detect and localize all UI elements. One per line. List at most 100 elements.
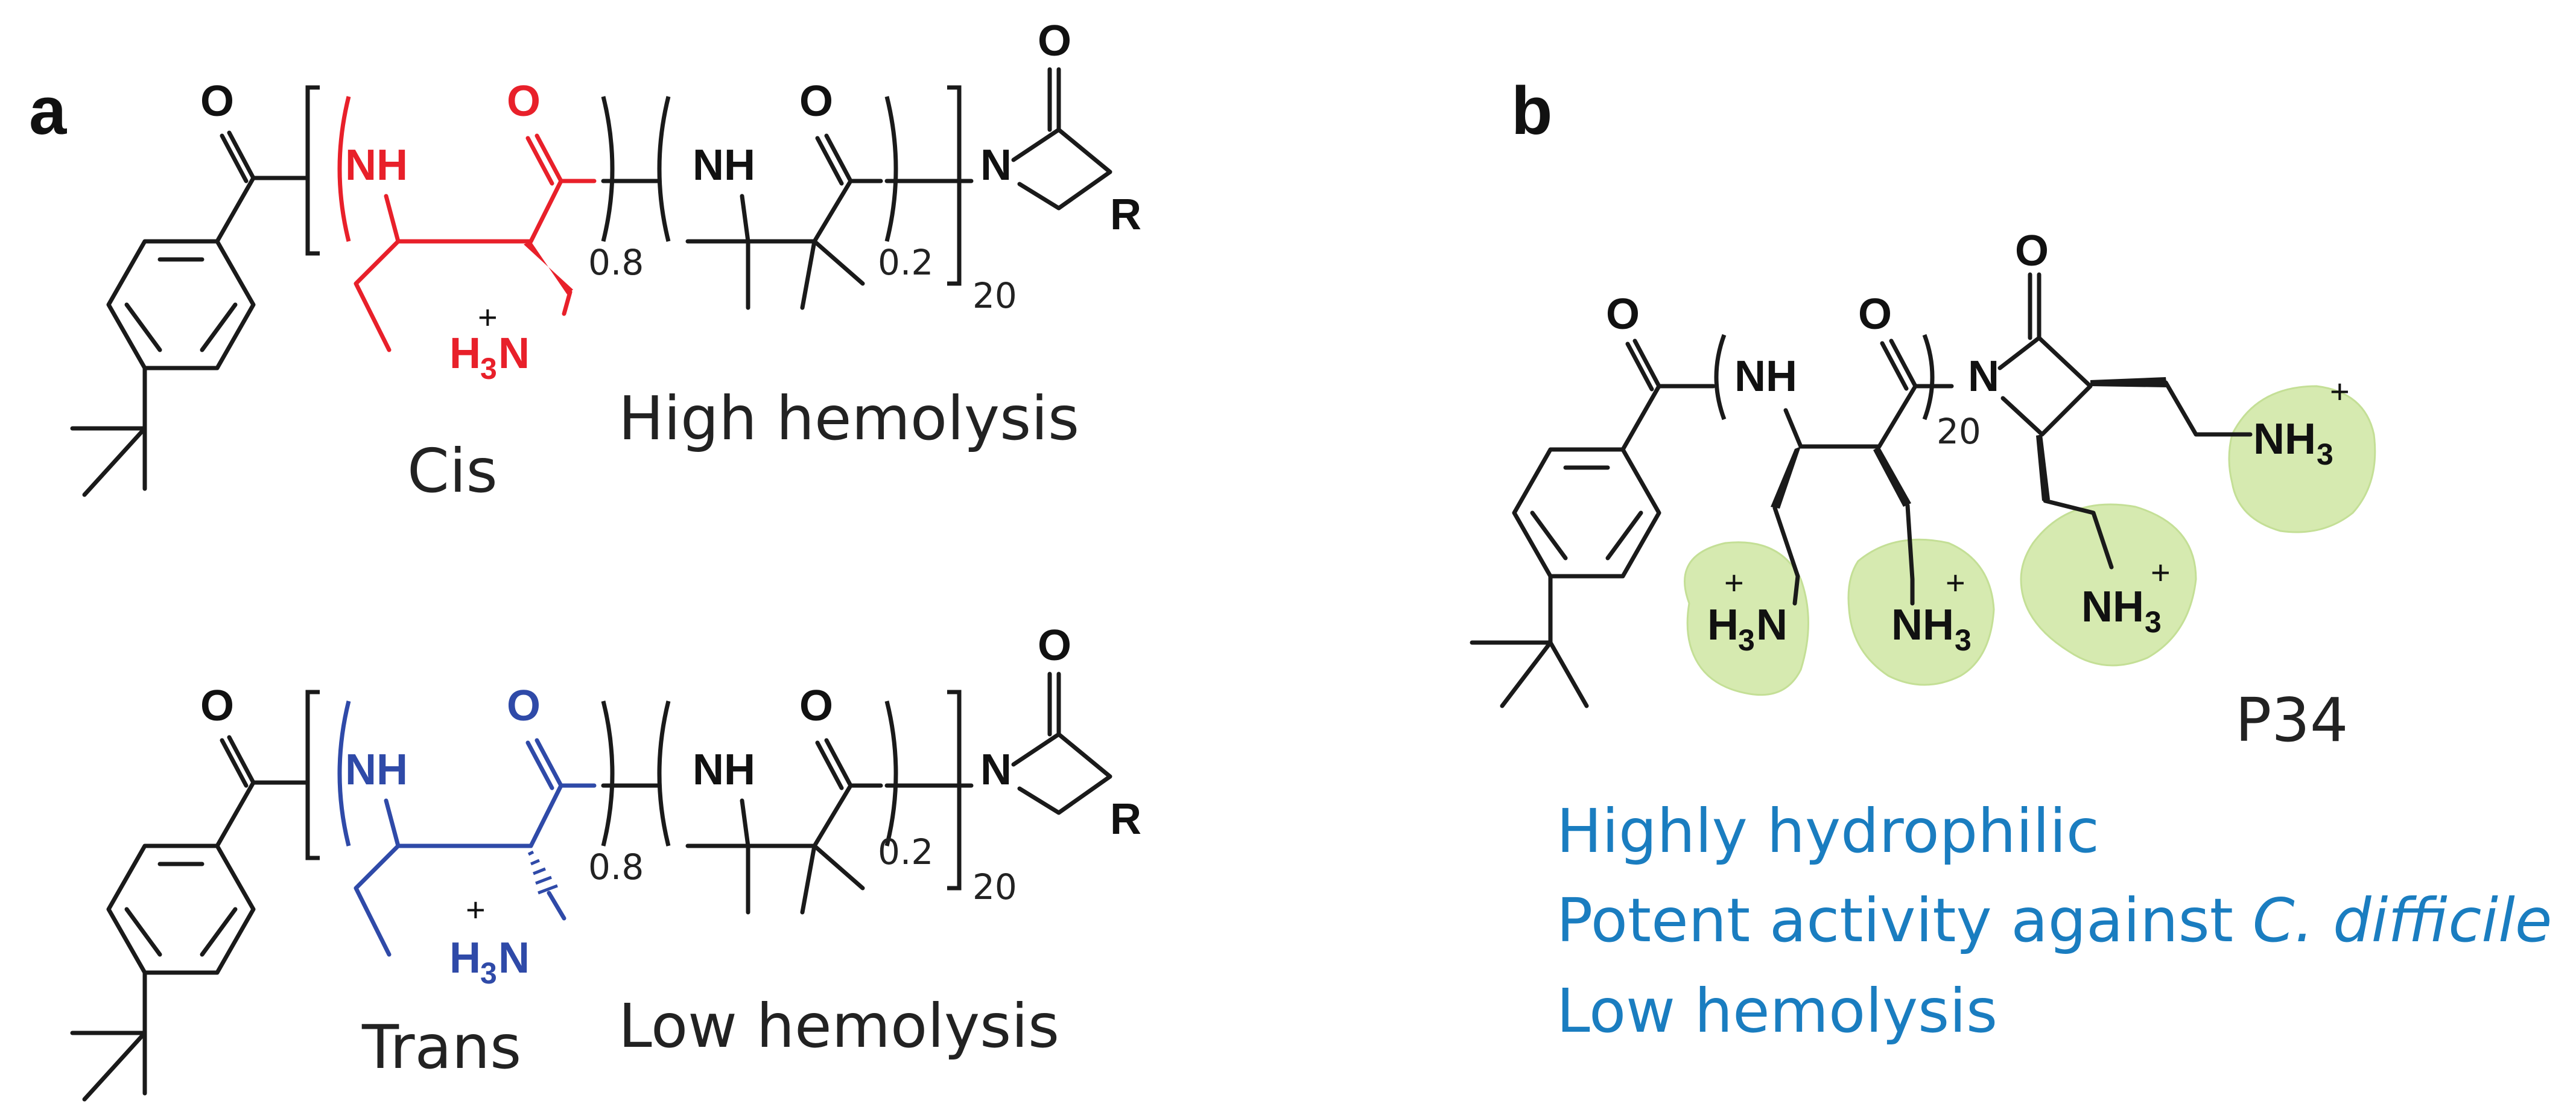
trans-blue-paren-right bbox=[601, 700, 615, 847]
p34-amm3-plus: + bbox=[2151, 553, 2171, 591]
trans-benzoyl-carbonyl bbox=[215, 735, 310, 848]
p34-tert-butyl-bonds bbox=[1470, 574, 1589, 708]
p34-amm1-n: N bbox=[1756, 601, 1788, 649]
trans-polymer-structure: O NH O + H 3 N 0.8 NH O 0.2 20 N bbox=[70, 621, 1141, 1102]
note-activity: Potent activity against C. difficile bbox=[1556, 885, 2552, 956]
cis-red-wedge bbox=[524, 241, 573, 294]
trans-blue-nh: NH bbox=[345, 746, 408, 794]
p34-amm3-3: 3 bbox=[2145, 605, 2162, 639]
p34-lactam-ring bbox=[1997, 335, 2093, 437]
cis-red-backbone bbox=[384, 179, 597, 244]
note-hydrophilic: Highly hydrophilic bbox=[1556, 796, 2099, 866]
trans-outer-bracket-left bbox=[305, 690, 320, 860]
trans-benzene-double-bonds bbox=[124, 862, 238, 957]
trans-blue-oxygen: O bbox=[507, 682, 541, 730]
p34-amm2-nh: NH bbox=[1891, 601, 1954, 649]
blob-3 bbox=[2020, 503, 2197, 667]
blob-1 bbox=[1684, 541, 1809, 696]
trans-lactam-carbonyl bbox=[1047, 672, 1061, 737]
cis-dimethyl-methyls bbox=[685, 239, 865, 310]
trans-lactam-n: N bbox=[980, 746, 1012, 794]
cis-dimethyl-backbone bbox=[740, 179, 883, 244]
p34-amm4-3: 3 bbox=[2317, 437, 2333, 471]
cis-red-paren-left bbox=[337, 96, 351, 242]
cis-ammonium-h: H bbox=[449, 329, 481, 378]
trans-tert-butyl-bonds bbox=[70, 970, 147, 1102]
cis-benzene-double-bonds bbox=[124, 257, 238, 352]
trans-blue-aminomethyl bbox=[547, 891, 566, 921]
trans-dimethyl-oxygen: O bbox=[799, 682, 833, 730]
note-activity-plain: Potent activity against bbox=[1556, 885, 2253, 956]
p34-wedge-3 bbox=[2090, 377, 2167, 387]
note-activity-species: C. difficile bbox=[2253, 885, 2552, 956]
cis-red-paren-right bbox=[601, 96, 615, 242]
p34-amm1-plus: + bbox=[1724, 564, 1744, 602]
p34-wedge-4 bbox=[2036, 434, 2050, 501]
p34-amm1-3: 3 bbox=[1738, 623, 1755, 657]
trans-benzoyl-oxygen: O bbox=[200, 682, 234, 730]
p34-nh: NH bbox=[1734, 352, 1797, 401]
cis-dimethyl-oxygen: O bbox=[799, 77, 833, 125]
cis-dimethyl-nh: NH bbox=[693, 141, 755, 189]
trans-blue-backbone bbox=[384, 783, 597, 848]
high-hemolysis-label: High hemolysis bbox=[618, 383, 1079, 454]
p34-repeat-20: 20 bbox=[1937, 411, 1981, 452]
trans-lactam-oxygen: O bbox=[1038, 621, 1071, 670]
cis-outer-bracket-left bbox=[305, 85, 320, 256]
trans-dimethyl-backbone bbox=[740, 783, 883, 848]
trans-fraction-08: 0.8 bbox=[588, 847, 644, 888]
cis-dimethyl-carbonyl bbox=[815, 133, 853, 186]
p34-amm4-nh: NH bbox=[2253, 415, 2316, 463]
cis-ammonium-n: N bbox=[498, 329, 530, 378]
cis-lactam-r: R bbox=[1110, 191, 1141, 239]
p34-oxygen: O bbox=[1858, 290, 1892, 338]
cis-dimethyl-paren-left bbox=[657, 96, 671, 242]
cis-repeat-20: 20 bbox=[972, 275, 1017, 316]
p34-lactam-n: N bbox=[1968, 352, 1999, 401]
cis-ammonium-3: 3 bbox=[480, 352, 497, 386]
cis-polymer-structure: O NH O + H 3 N 0.8 NH O 0.2 20 N O bbox=[70, 17, 1141, 497]
trans-outer-bracket-right bbox=[947, 690, 962, 891]
trans-label: Trans bbox=[361, 1012, 521, 1082]
p34-amm2-3: 3 bbox=[1955, 623, 1972, 657]
panel-label-b: b bbox=[1511, 73, 1552, 148]
cis-outer-bracket-right bbox=[947, 85, 962, 286]
p34-amm4-plus: + bbox=[2330, 372, 2350, 410]
cis-ammonium-plus: + bbox=[478, 298, 498, 336]
cis-red-aminomethyl bbox=[562, 290, 573, 316]
p34-paren-left bbox=[1714, 334, 1727, 421]
trans-dimethyl-methyls bbox=[685, 843, 865, 915]
trans-fraction-02: 0.2 bbox=[878, 831, 933, 872]
trans-repeat-20: 20 bbox=[972, 866, 1017, 907]
cis-fraction-08: 0.8 bbox=[588, 242, 644, 283]
p34-lactam-carbonyl bbox=[2028, 272, 2041, 340]
cis-lactam-n: N bbox=[980, 141, 1012, 189]
cis-lactam-ring bbox=[1011, 127, 1112, 211]
p34-structure: O NH O 20 N O + H 3 N NH 3 + NH 3 + NH 3 bbox=[1470, 227, 2376, 708]
p34-lactam-oxygen: O bbox=[2015, 227, 2049, 275]
trans-blue-ethyl bbox=[354, 843, 401, 957]
trans-dimethyl-nh: NH bbox=[693, 746, 755, 794]
trans-ammonium-plus: + bbox=[466, 891, 486, 929]
cis-benzoyl-oxygen: O bbox=[200, 77, 234, 125]
cis-red-oxygen: O bbox=[507, 77, 541, 125]
cis-label: Cis bbox=[407, 436, 498, 506]
trans-blue-hashed-wedge bbox=[527, 850, 558, 895]
p34-amm3-nh: NH bbox=[2081, 583, 2144, 631]
p34-sidechain-1 bbox=[1772, 506, 1800, 606]
cis-fraction-02: 0.2 bbox=[878, 242, 933, 283]
p34-amm2-plus: + bbox=[1946, 564, 1965, 602]
p34-sidechain-4 bbox=[2043, 498, 2114, 570]
p34-sidechain-2 bbox=[1905, 503, 1915, 606]
cis-lactam-carbonyl bbox=[1047, 67, 1061, 132]
cis-red-carbonyl bbox=[525, 133, 563, 186]
trans-lactam-ring bbox=[1011, 732, 1112, 815]
p34-carbonyl bbox=[1880, 338, 1918, 391]
blob-2 bbox=[1847, 538, 1995, 686]
p34-label: P34 bbox=[2235, 685, 2349, 755]
cis-lactam-oxygen: O bbox=[1038, 17, 1071, 65]
p34-benzoyl-oxygen: O bbox=[1606, 290, 1640, 338]
trans-ammonium-3: 3 bbox=[480, 956, 497, 990]
p34-amm1-h: H bbox=[1707, 601, 1739, 649]
